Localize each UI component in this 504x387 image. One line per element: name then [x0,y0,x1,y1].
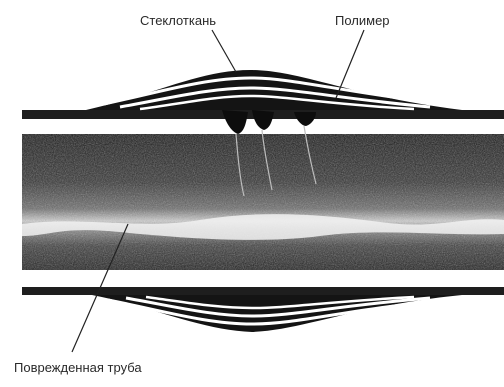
fiberglass-leader-line [212,30,236,72]
pipe-bottom-wall [22,287,504,295]
top-wrap [86,70,462,110]
damaged-pipe-label: Поврежденная труба [14,360,142,375]
polymer-label: Полимер [335,13,390,28]
damaged-pipe-body [22,134,504,270]
bottom-wrap [92,295,462,332]
fiberglass-label: Стеклоткань [140,13,216,28]
polymer-leader-line [336,30,364,98]
